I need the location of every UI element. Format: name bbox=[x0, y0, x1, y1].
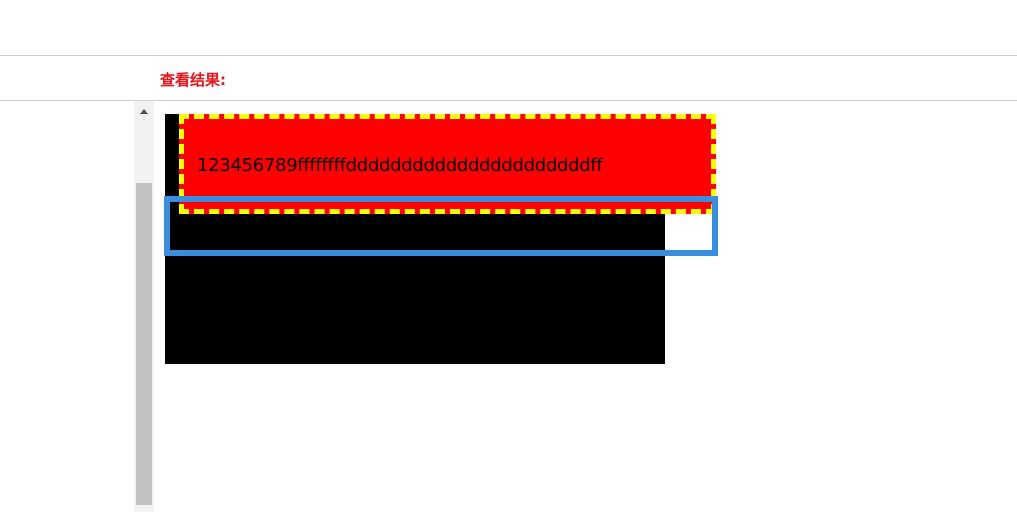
top-divider bbox=[0, 55, 1017, 56]
header-divider bbox=[0, 100, 1017, 101]
scroll-thumb[interactable] bbox=[136, 183, 152, 505]
scroll-up-arrow-icon[interactable] bbox=[140, 109, 148, 114]
result-heading: 查看结果: bbox=[160, 71, 226, 89]
vertical-scrollbar[interactable] bbox=[134, 101, 154, 512]
blue-outline-frame bbox=[164, 196, 718, 256]
red-box-text: 123456789ffffffffddddddddddddddddddddddf… bbox=[197, 155, 603, 176]
